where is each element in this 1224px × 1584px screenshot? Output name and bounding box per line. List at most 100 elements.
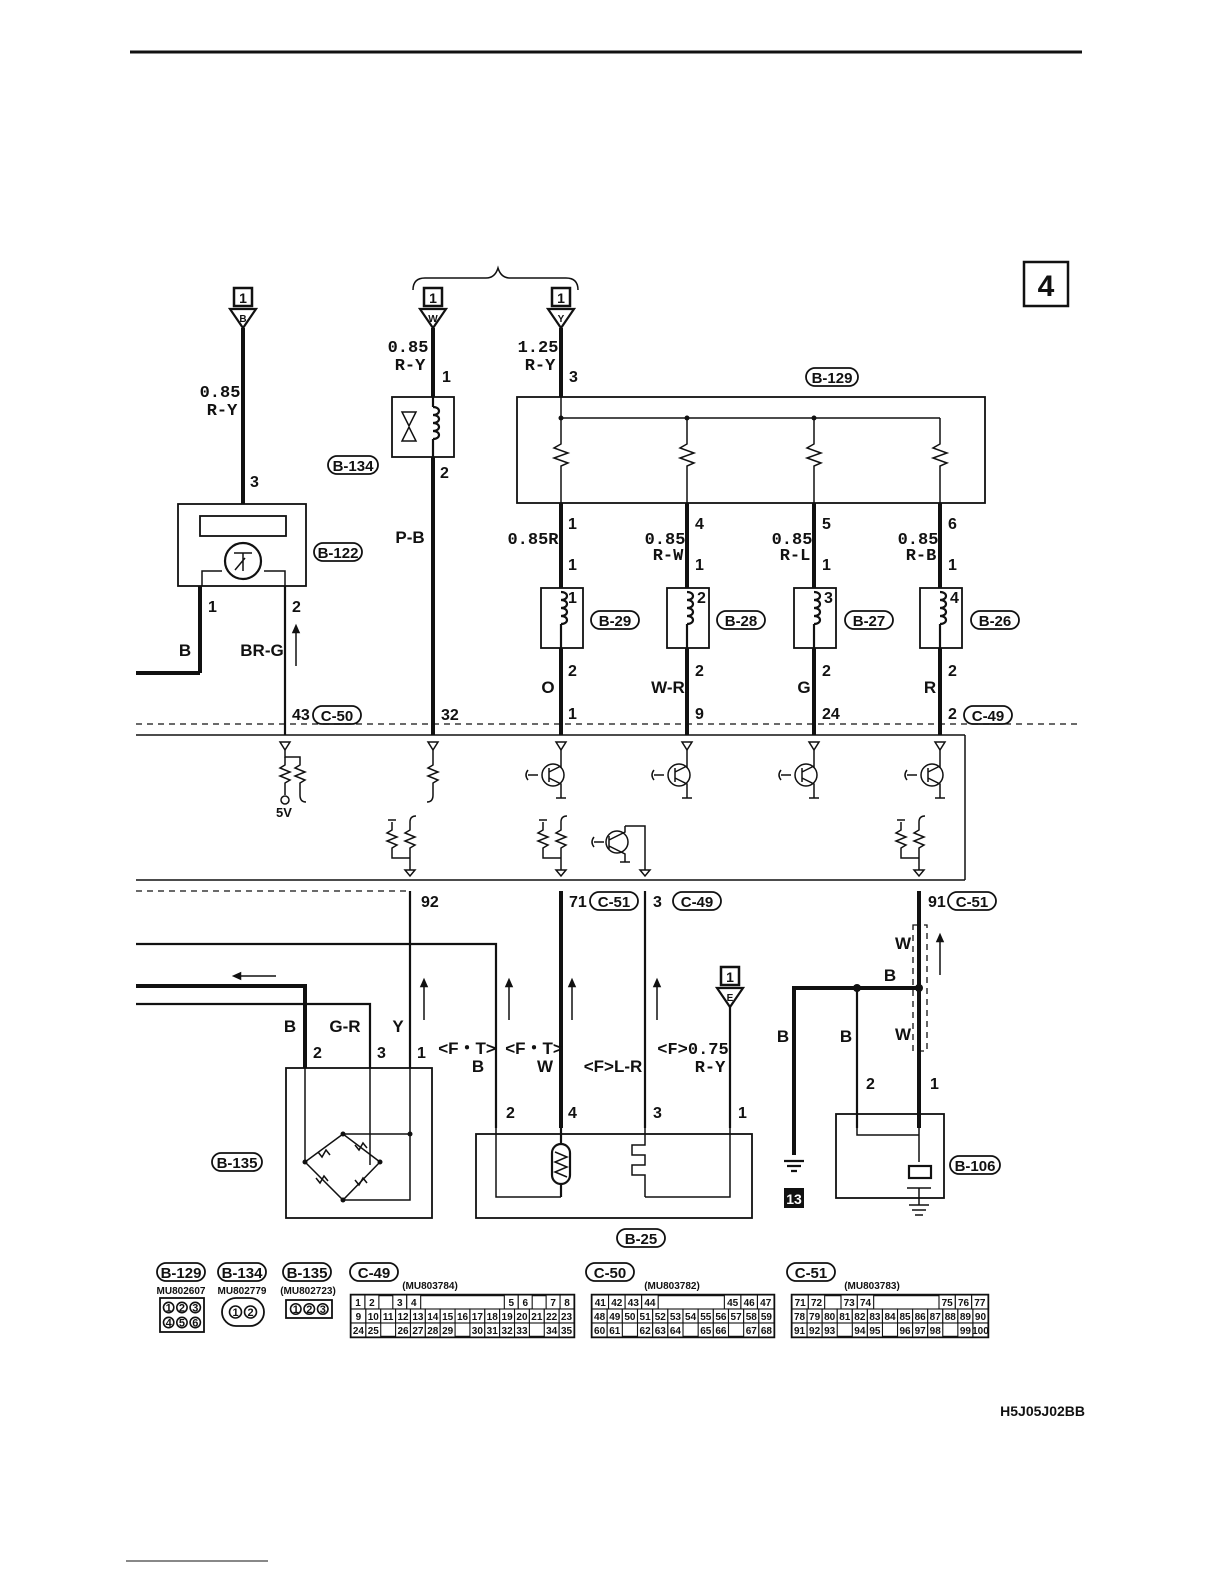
connector-cell: 29 [439,1322,456,1338]
svg-text:4: 4 [950,590,959,607]
connector-cell: 26 [395,1322,412,1338]
svg-text:48: 48 [594,1312,606,1323]
svg-text:6: 6 [192,1318,198,1330]
connector-cell: 20 [513,1308,530,1324]
connector-cell: 35 [558,1322,575,1338]
connector-cell: 28 [424,1322,441,1338]
svg-text:1: 1 [355,1298,361,1309]
svg-text:11: 11 [383,1312,394,1323]
svg-text:63: 63 [655,1326,667,1337]
svg-text:1: 1 [417,1045,426,1062]
label-b26: B-26 [970,610,1020,630]
connector-cell: 93 [821,1322,838,1338]
svg-text:20: 20 [516,1312,528,1323]
svg-text:(MU803784): (MU803784) [402,1281,458,1292]
svg-text:46: 46 [744,1298,756,1309]
terminal-group-brace [412,265,579,291]
svg-text:B-134: B-134 [333,458,375,475]
svg-text:1: 1 [948,557,957,574]
svg-text:0.85: 0.85 [898,531,939,550]
label-b122: B-122 [313,542,363,562]
connector-cell: 11 [380,1308,397,1324]
svg-text:0.85R: 0.85R [507,531,559,550]
svg-text:1: 1 [822,557,831,574]
svg-text:33: 33 [516,1326,528,1337]
label-b135: B-135 [211,1152,263,1172]
connector-cell: 27 [409,1322,426,1338]
svg-text:98: 98 [930,1326,942,1337]
connector-cell: 89 [957,1308,974,1324]
connector-cell: 46 [740,1294,759,1310]
connector-cell: 95 [866,1322,884,1338]
connector-cell: 14 [424,1308,441,1324]
label-c49-mid: C-49 [672,891,722,911]
svg-text:53: 53 [670,1312,682,1323]
component-b134: 1 2 [391,369,455,482]
svg-text:C-50: C-50 [321,708,354,725]
svg-text:4: 4 [568,1105,577,1122]
svg-text:R-Y: R-Y [695,1059,726,1078]
svg-text:W: W [428,314,438,325]
source-terminal-y: 1 Y [545,286,577,330]
svg-text:B: B [179,641,191,660]
label-c51-mid: C-51 [589,891,639,911]
svg-text:24: 24 [822,706,840,723]
svg-text:72: 72 [811,1298,823,1309]
svg-text:<F>L-R: <F>L-R [584,1057,643,1076]
svg-text:1: 1 [568,590,577,607]
source-terminal-b: 1 B [227,286,259,330]
connector-cell: 21 [528,1308,545,1324]
connector-cell: 9 [350,1308,367,1324]
svg-text:1: 1 [557,290,565,306]
svg-text:C-49: C-49 [681,894,714,911]
svg-text:1: 1 [568,557,577,574]
connector-pin: 1 [289,1302,302,1316]
svg-text:90: 90 [975,1312,987,1323]
connector-pin: 1 [162,1301,175,1315]
svg-text:27: 27 [412,1326,424,1337]
ground-marker: 13 [784,1188,804,1208]
svg-text:R: R [924,678,936,697]
svg-text:92: 92 [421,894,439,911]
connector-cell: 68 [758,1322,775,1338]
svg-text:85: 85 [900,1312,912,1323]
connector-cell: 10 [365,1308,382,1324]
svg-text:3: 3 [653,894,662,911]
svg-text:B-29: B-29 [599,613,632,630]
wire-label: R-Y [395,357,426,376]
connector-pin: 2 [243,1305,258,1319]
svg-text:52: 52 [655,1312,667,1323]
injector-b27: 5 1 3 2 24 0.85 R-L G [772,503,840,735]
svg-text:51: 51 [640,1312,652,1323]
svg-text:84: 84 [884,1312,896,1323]
connector-cell: 73 [840,1294,858,1310]
svg-text:94: 94 [854,1326,866,1337]
svg-text:1: 1 [429,290,437,306]
injector-b29: 1 1 1 2 1 0.85R O [507,503,584,735]
svg-text:8: 8 [564,1298,570,1309]
connector-cell: 51 [636,1308,654,1324]
svg-text:3: 3 [569,369,578,386]
svg-text:B-134: B-134 [222,1265,264,1282]
svg-text:3: 3 [320,1304,326,1316]
label-c51-right: C-51 [947,891,997,911]
svg-text:4: 4 [1038,270,1055,303]
wire-b25-ground [136,942,498,1128]
svg-text:2: 2 [440,465,449,482]
svg-text:31: 31 [487,1326,499,1337]
svg-text:64: 64 [670,1326,682,1337]
svg-text:1: 1 [239,290,247,306]
svg-text:1: 1 [166,1303,172,1315]
svg-text:2: 2 [695,663,704,680]
svg-text:B: B [884,966,896,985]
ecu-internal-circuits: 5V [276,741,947,878]
connector-cell: 76 [954,1294,973,1310]
svg-text:B: B [777,1027,789,1046]
injector-b26: 6 1 4 2 2 0.85 R-B R [898,503,963,735]
svg-text:18: 18 [487,1312,499,1323]
svg-text:2: 2 [948,663,957,680]
connector-cell: 80 [821,1308,838,1324]
svg-text:77: 77 [974,1298,986,1309]
svg-text:56: 56 [715,1312,727,1323]
